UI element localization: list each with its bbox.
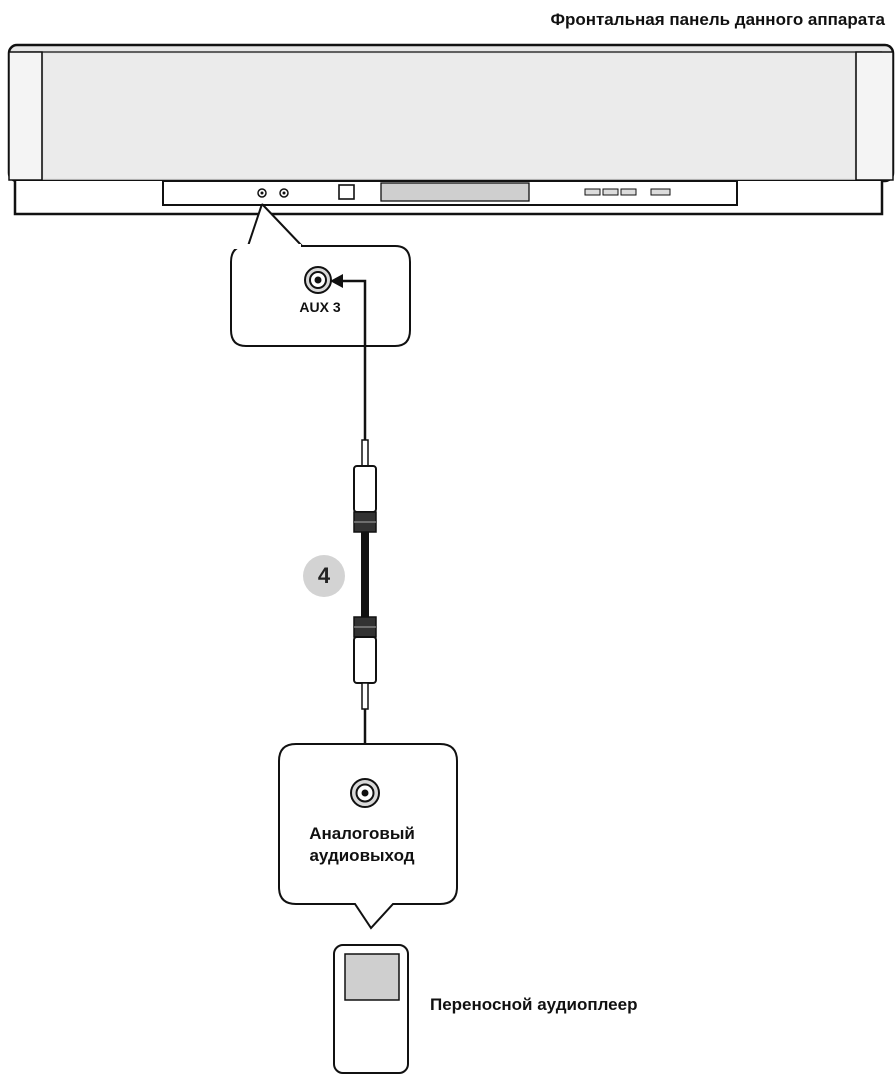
speaker-left-cap	[8, 51, 43, 181]
aux-callout	[230, 203, 411, 347]
front-button-2	[602, 188, 619, 196]
speaker-grille	[44, 54, 854, 178]
analog-output-jack-icon	[350, 778, 380, 808]
step-number: 4	[317, 563, 331, 588]
step-circle	[303, 555, 345, 597]
player-screen	[344, 953, 400, 1001]
front-panel-title: Фронтальная панель данного аппарата	[550, 10, 885, 29]
portable-player-label: Переносной аудиоплеер	[430, 995, 638, 1014]
main-unit	[7, 43, 895, 216]
front-display	[380, 182, 530, 202]
analog-output-label-line2: аудиовыход	[309, 846, 415, 865]
output-callout	[278, 743, 458, 930]
front-button-4	[650, 188, 671, 196]
front-button-1	[584, 188, 601, 196]
arrow-left-icon	[330, 274, 343, 288]
analog-output-label: Аналоговый аудиовыход	[262, 823, 462, 867]
portable-player-icon	[333, 944, 409, 1074]
aux3-label: AUX 3	[299, 299, 341, 315]
audio-cable	[330, 274, 377, 783]
aux3-jack-icon	[304, 266, 332, 294]
analog-output-label-line1: Аналоговый	[309, 824, 415, 843]
square-button	[338, 184, 355, 200]
speaker-right-cap	[855, 51, 894, 181]
front-button-3	[620, 188, 637, 196]
